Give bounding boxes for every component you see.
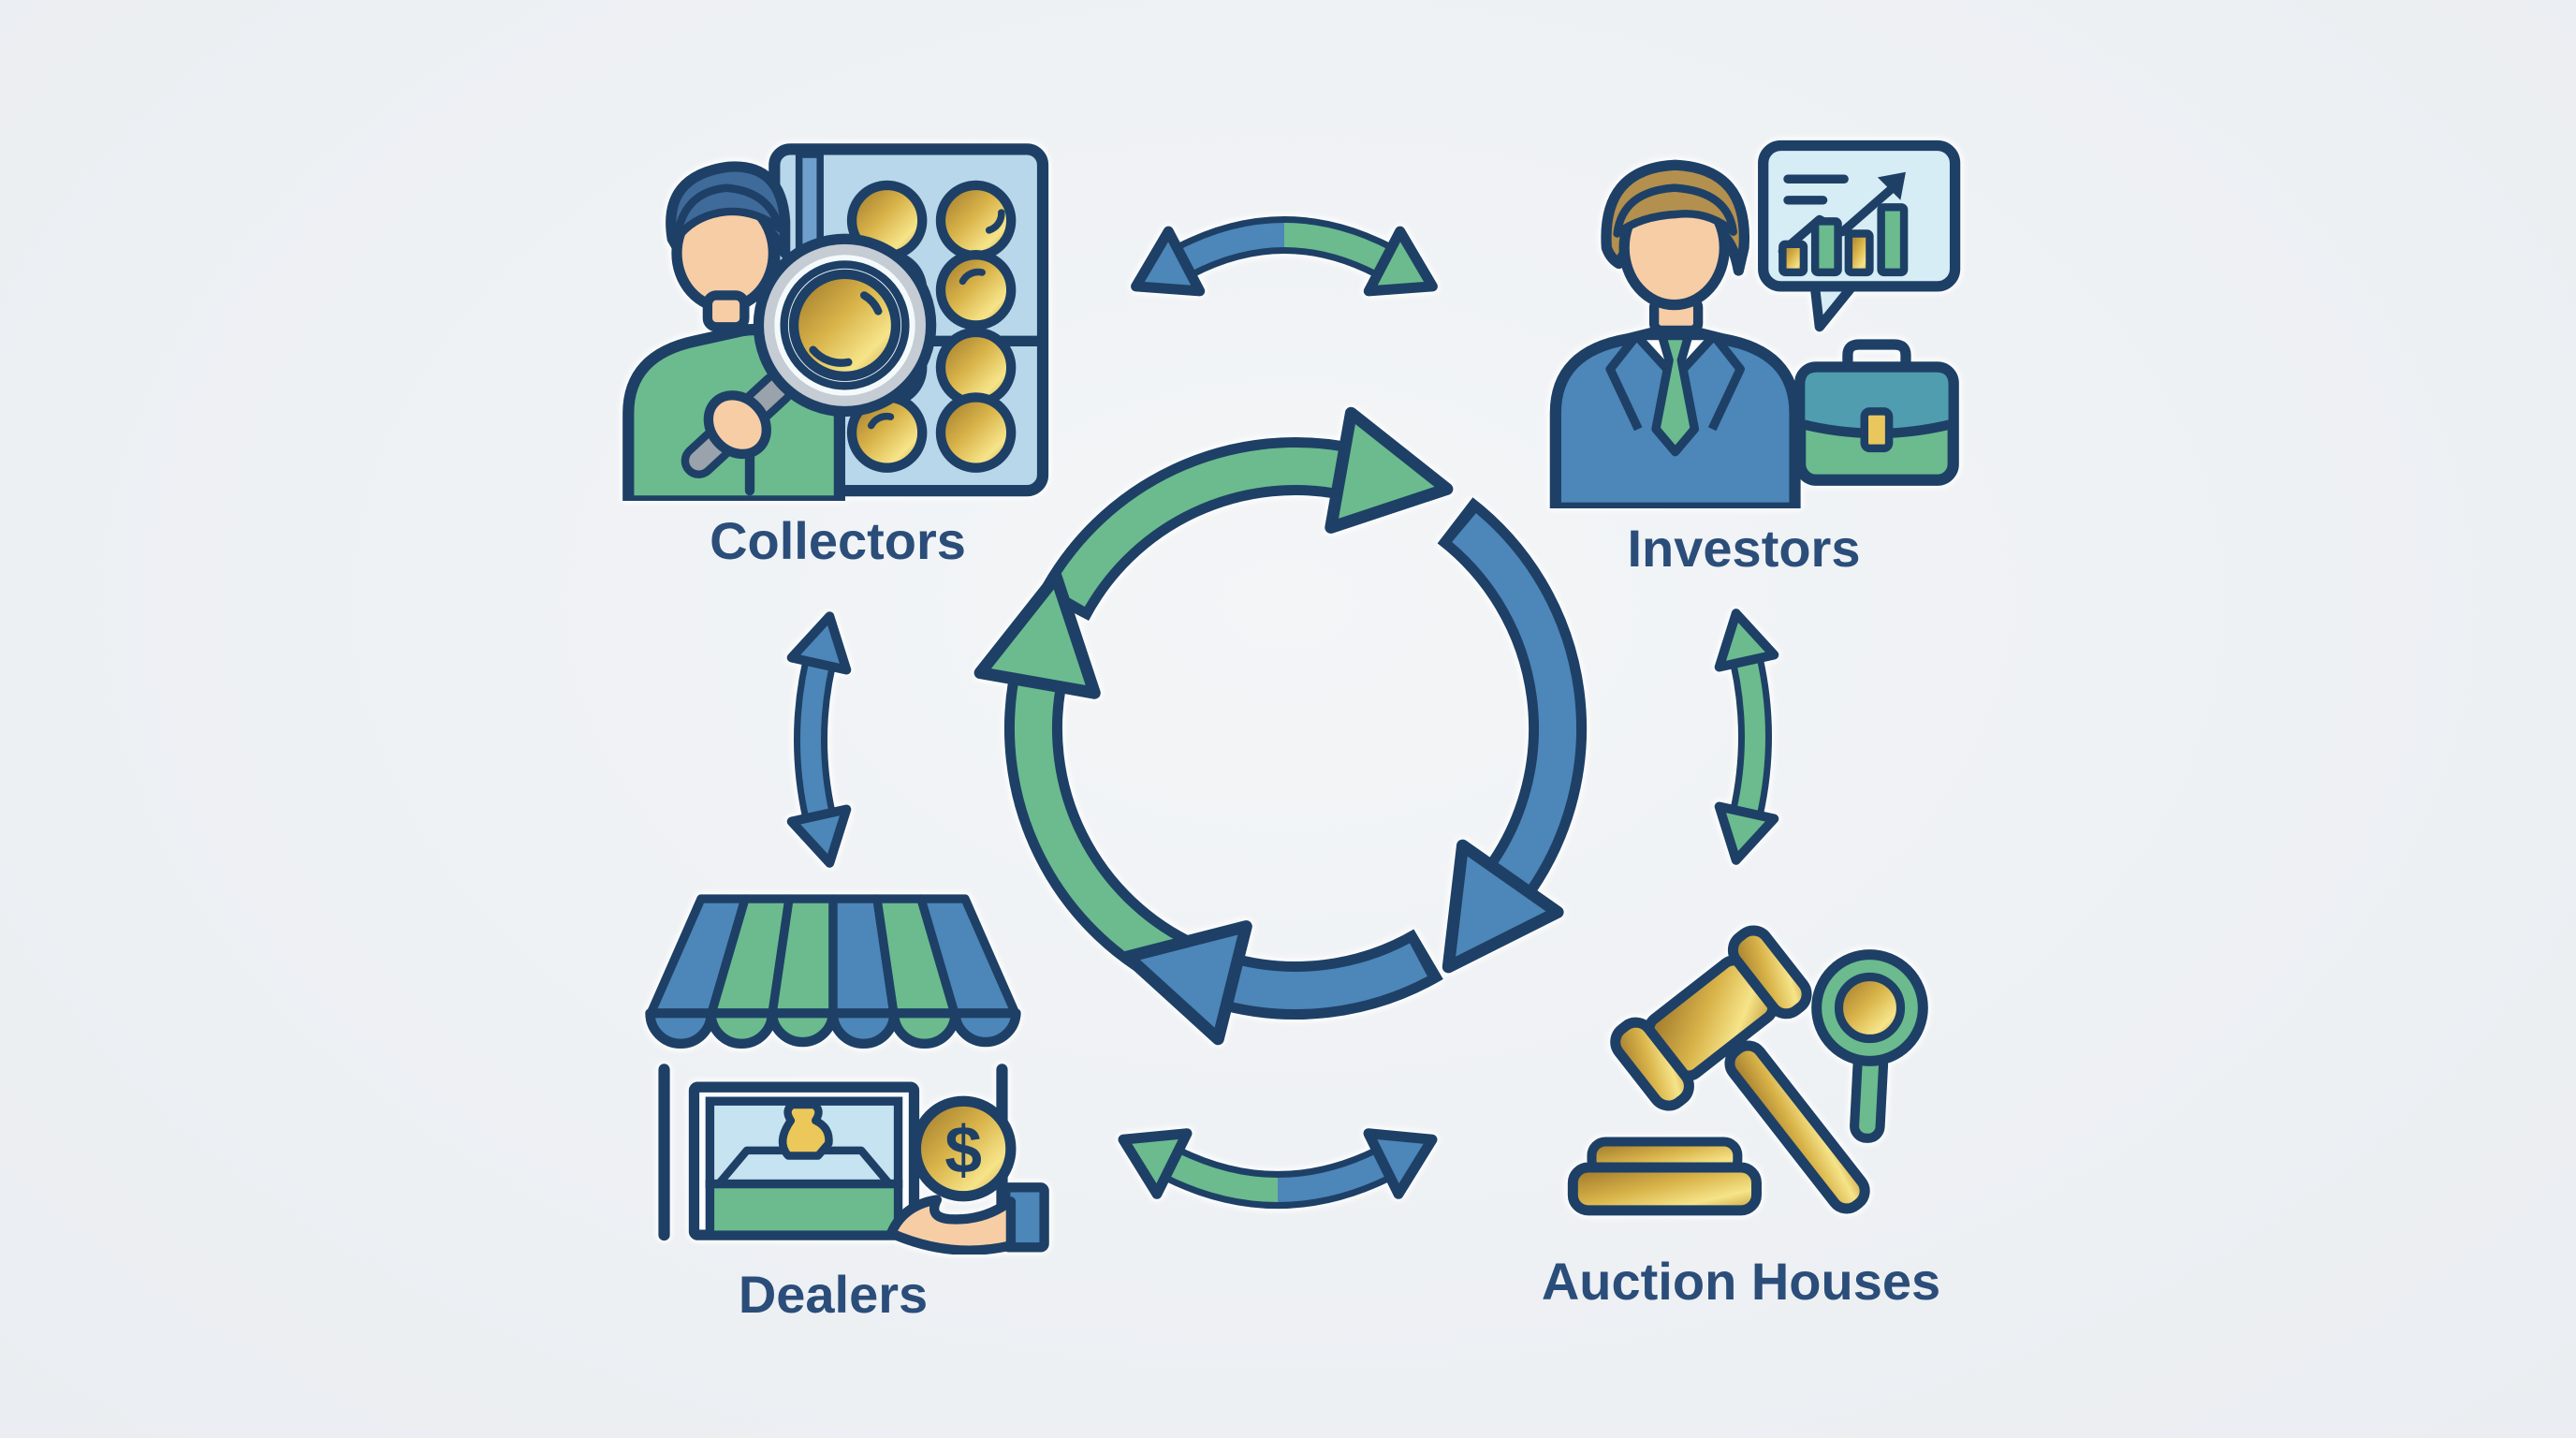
pendant-icon xyxy=(778,1100,833,1160)
node-label-auction-houses: Auction Houses xyxy=(1541,1251,1941,1311)
node-label-investors: Investors xyxy=(1627,518,1861,578)
investor-person xyxy=(1549,159,1801,508)
node-label-dealers: Dealers xyxy=(738,1264,929,1324)
bidding-paddle-icon xyxy=(1811,949,1928,1143)
magnifying-glass-icon xyxy=(681,233,937,478)
open-hand-icon xyxy=(886,1182,1049,1255)
cycle-arcs xyxy=(1015,448,1576,1009)
sound-block xyxy=(1567,1137,1762,1216)
shop-awning xyxy=(645,894,1021,1049)
dealer-shop-display-coin-hand-icon: $ xyxy=(645,894,1049,1255)
collector-magnifying-coin-album-icon xyxy=(622,143,1049,502)
double-arrow-dealers-auction-houses xyxy=(1118,1128,1438,1209)
dollar-coin-icon: $ xyxy=(910,1095,1017,1202)
dollar-sign: $ xyxy=(944,1112,982,1187)
double-arrow-collectors-dealers xyxy=(786,611,852,868)
display-case xyxy=(688,1081,920,1240)
node-dealers: $ Dealers xyxy=(613,885,1053,1323)
briefcase-icon xyxy=(1794,339,1959,486)
gavel-sound-block-bidding-paddle-icon xyxy=(1567,925,1928,1216)
circular-cycle-arrows-icon xyxy=(973,406,1588,1046)
investor-suit-chart-briefcase-icon xyxy=(1549,139,1961,508)
double-arrow-investors-auction-houses xyxy=(1714,609,1779,865)
cycle-arrowheads xyxy=(973,406,1564,1046)
double-arrow-collectors-investors xyxy=(1131,216,1438,297)
node-collectors: Collectors xyxy=(618,140,1058,569)
chart-speech-bubble-icon xyxy=(1758,139,1961,332)
gavel-icon xyxy=(1610,925,1870,1214)
node-auction-houses: Auction Houses xyxy=(1535,889,1947,1310)
node-investors: Investors xyxy=(1524,139,1964,577)
node-label-collectors: Collectors xyxy=(710,511,966,571)
